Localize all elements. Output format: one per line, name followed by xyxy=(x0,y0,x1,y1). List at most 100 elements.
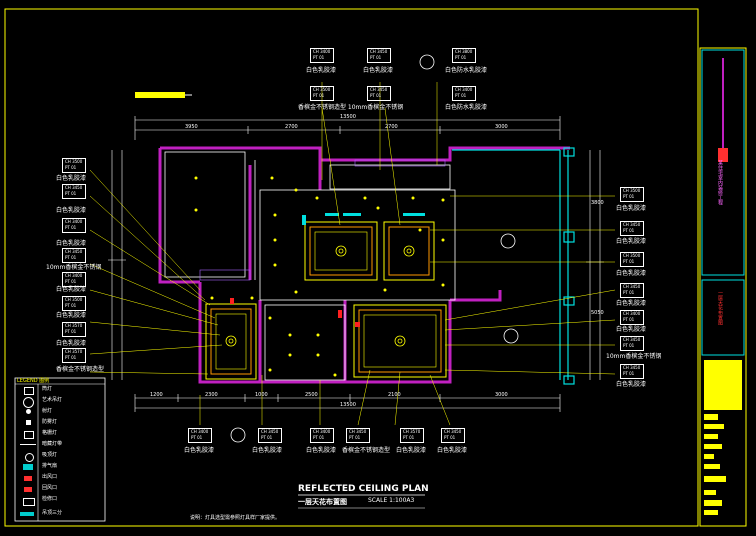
downlight-dots xyxy=(194,176,445,377)
callout-right-1-label: 白色乳胶漆 xyxy=(616,205,647,212)
callout-bottom-5-label: 白色乳胶漆 xyxy=(396,447,427,454)
access-hatch-legend-icon xyxy=(23,498,35,506)
dim-bottom-seg-1: 1200 xyxy=(150,392,163,398)
downlight-legend-icon xyxy=(24,387,34,395)
title-block-fill xyxy=(704,360,742,410)
title-block-frame xyxy=(699,47,747,527)
spotlight-legend-icon xyxy=(26,409,31,414)
title-block-logo xyxy=(718,148,728,162)
drawing-scale: SCALE 1:100A3 xyxy=(368,497,415,504)
legend-item-8: 排气扇 xyxy=(42,463,58,469)
return-vent-legend-icon xyxy=(24,487,32,492)
drawing-note: 说明：灯具选型需参照灯具样厂家提供。 xyxy=(190,515,281,521)
legend-item-2: 艺术吊灯 xyxy=(42,397,63,403)
dim-right-seg-2: 5050 xyxy=(591,310,604,316)
drawing-title-cn: 一层天花布置图 xyxy=(298,498,347,506)
callout-bottom-1-label: 白色乳胶漆 xyxy=(184,447,215,454)
dim-top-seg-4: 3000 xyxy=(495,124,508,130)
callout-right-3-label: 白色乳胶漆 xyxy=(616,270,647,277)
dimension-lines-top xyxy=(108,116,604,412)
callout-left-5-label: 白色乳胶漆 xyxy=(56,286,87,293)
dim-bottom-seg-6: 3000 xyxy=(495,392,508,398)
supply-vent-legend-icon xyxy=(24,476,32,481)
dim-bottom-seg-3: 1000 xyxy=(255,392,268,398)
dim-bottom-seg-4: 2500 xyxy=(305,392,318,398)
dim-bottom-total: 13500 xyxy=(340,402,356,408)
legend-item-1: 筒灯 xyxy=(42,386,53,392)
fog-lamp-legend-icon xyxy=(26,420,31,425)
callout-left-8-label: 香槟金不锈钢造型 xyxy=(56,366,105,373)
dim-bottom-seg-5: 2100 xyxy=(388,392,401,398)
legend-item-6: 暗藏灯带 xyxy=(42,441,63,447)
callout-left-3-label: 白色乳胶漆 xyxy=(56,240,87,247)
callout-left-2-label: 白色乳胶漆 xyxy=(56,207,87,214)
callout-right-6-label: 10mm香槟金不锈钢 xyxy=(606,353,662,360)
legend-item-7: 吸顶灯 xyxy=(42,452,58,458)
dim-top-seg-2: 2700 xyxy=(285,124,298,130)
title-block-sheet: 一层天花布置图 xyxy=(717,290,723,325)
callout-right-2-label: 白色乳胶漆 xyxy=(616,238,647,245)
callout-top-4-label: 香槟金不锈钢造型 10mm香槟金不锈钢 xyxy=(298,104,404,111)
hatch-bands xyxy=(199,159,446,281)
ceiling-level-legend-icon xyxy=(20,512,34,516)
legend-box-frame xyxy=(14,377,106,522)
callout-bottom-6-label: 白色乳胶漆 xyxy=(437,447,468,454)
callout-top-1-label: 白色乳胶漆 xyxy=(306,67,337,74)
callout-right-7-label: 白色乳胶漆 xyxy=(616,381,647,388)
title-block-project: 某住宅室内装修工程 xyxy=(717,160,723,205)
ceiling-lamp-legend-icon xyxy=(25,453,34,462)
drawing-tag-bar xyxy=(135,92,185,98)
legend-item-9: 出风口 xyxy=(42,474,58,480)
legend-item-3: 射灯 xyxy=(42,408,53,414)
leader-lines xyxy=(89,82,616,426)
cyan-markers xyxy=(302,213,425,225)
callout-left-6-label: 白色乳胶漆 xyxy=(56,312,87,319)
dim-bottom-seg-2: 2300 xyxy=(205,392,218,398)
drawing-title-en: REFLECTED CEILING PLAN xyxy=(298,484,429,494)
callout-right-5-label: 白色乳胶漆 xyxy=(616,326,647,333)
callout-top-2-label: 白色乳胶漆 xyxy=(363,67,394,74)
hidden-strip-legend-icon xyxy=(20,444,36,445)
chandelier-legend-icon xyxy=(23,397,34,408)
legend-item-5: 格栅灯 xyxy=(42,430,58,436)
callout-bottom-4-label: 香槟金不锈钢造型 xyxy=(342,447,391,454)
callout-left-4-label: 10mm香槟金不锈钢 xyxy=(46,264,102,271)
title-block-upper xyxy=(701,49,745,276)
legend-item-12: 吊顶三分 xyxy=(42,510,63,516)
chandelier-icons xyxy=(225,245,415,347)
red-markers xyxy=(230,298,360,327)
walls xyxy=(158,146,570,384)
sheet-border xyxy=(4,8,699,527)
ceiling-coffers xyxy=(205,221,447,380)
callout-bottom-2-label: 白色乳胶漆 xyxy=(252,447,283,454)
dim-top-seg-3: 2700 xyxy=(385,124,398,130)
callout-top-3-label: 白色防水乳胶漆 xyxy=(445,67,488,74)
legend-title: LEGEND 图例 xyxy=(17,378,50,384)
room-outlines xyxy=(164,151,456,381)
grille-lamp-legend-icon xyxy=(24,431,34,439)
legend-item-11: 检修口 xyxy=(42,496,58,502)
